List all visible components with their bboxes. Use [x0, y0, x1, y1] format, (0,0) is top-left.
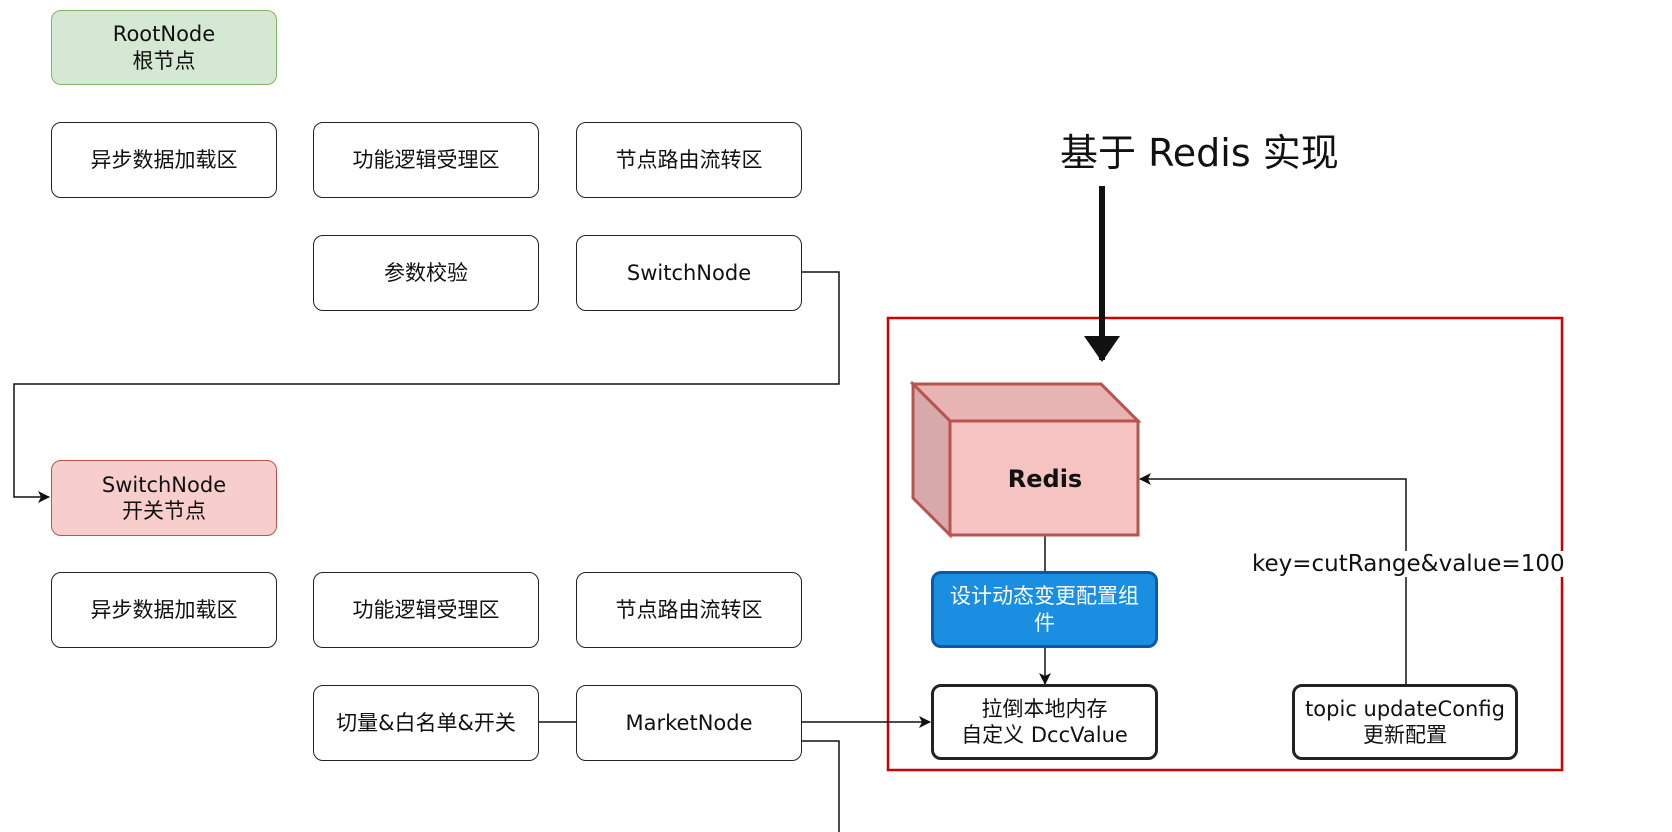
- edge-topic-to-cube: [1139, 473, 1407, 684]
- component-label: 设计动态变更配置组件: [950, 584, 1139, 635]
- edge-label-key-value: key=cutRange&value=100: [1250, 551, 1567, 577]
- redis-cube-label: Redis: [1007, 465, 1083, 493]
- node-cut-label: 切量&白名单&开关: [336, 710, 516, 735]
- node-route-2-label: 节点路由流转区: [615, 597, 763, 622]
- redis-frame: [886, 316, 1564, 772]
- redis-section-title: 基于 Redis 实现: [1060, 131, 1339, 175]
- edge-market-down: [802, 740, 840, 832]
- redis-cube-front: [948, 419, 1140, 537]
- node-logic-2-label: 功能逻辑受理区: [352, 597, 500, 622]
- component-node: 设计动态变更配置组件: [931, 571, 1158, 648]
- topic-sublabel: 更新配置: [1363, 723, 1447, 747]
- node-cut: 切量&白名单&开关: [313, 685, 539, 761]
- node-async-load-2: 异步数据加载区: [51, 572, 277, 648]
- node-param-check-label: 参数校验: [384, 260, 468, 285]
- node-logic-2: 功能逻辑受理区: [313, 572, 539, 648]
- switch-title-label: SwitchNode: [101, 472, 227, 497]
- node-async-load-1-label: 异步数据加载区: [90, 147, 238, 172]
- node-logic-1-label: 功能逻辑受理区: [352, 147, 500, 172]
- node-market-label: MarketNode: [625, 710, 753, 735]
- local-memory-sublabel: 自定义 DccValue: [961, 723, 1128, 747]
- node-route-1: 节点路由流转区: [576, 122, 802, 198]
- node-async-load-1: 异步数据加载区: [51, 122, 277, 198]
- node-switch-label: SwitchNode: [626, 260, 752, 285]
- node-route-2: 节点路由流转区: [576, 572, 802, 648]
- node-route-1-label: 节点路由流转区: [615, 147, 763, 172]
- topic-label: topic updateConfig: [1305, 696, 1505, 721]
- local-memory-label: 拉倒本地内存: [981, 696, 1108, 721]
- edge-switch-to-title: [13, 271, 840, 503]
- switch-title-sublabel: 开关节点: [122, 499, 206, 523]
- root-node-sublabel: 根节点: [132, 48, 196, 73]
- node-switch: SwitchNode: [576, 235, 802, 311]
- node-async-load-2-label: 异步数据加载区: [90, 597, 238, 622]
- node-logic-1: 功能逻辑受理区: [313, 122, 539, 198]
- root-node-label: RootNode: [112, 22, 216, 47]
- redis-cube-top: [909, 382, 1142, 423]
- node-market: MarketNode: [576, 685, 802, 761]
- node-param-check: 参数校验: [313, 235, 539, 311]
- local-memory-node: 拉倒本地内存自定义 DccValue: [931, 684, 1158, 760]
